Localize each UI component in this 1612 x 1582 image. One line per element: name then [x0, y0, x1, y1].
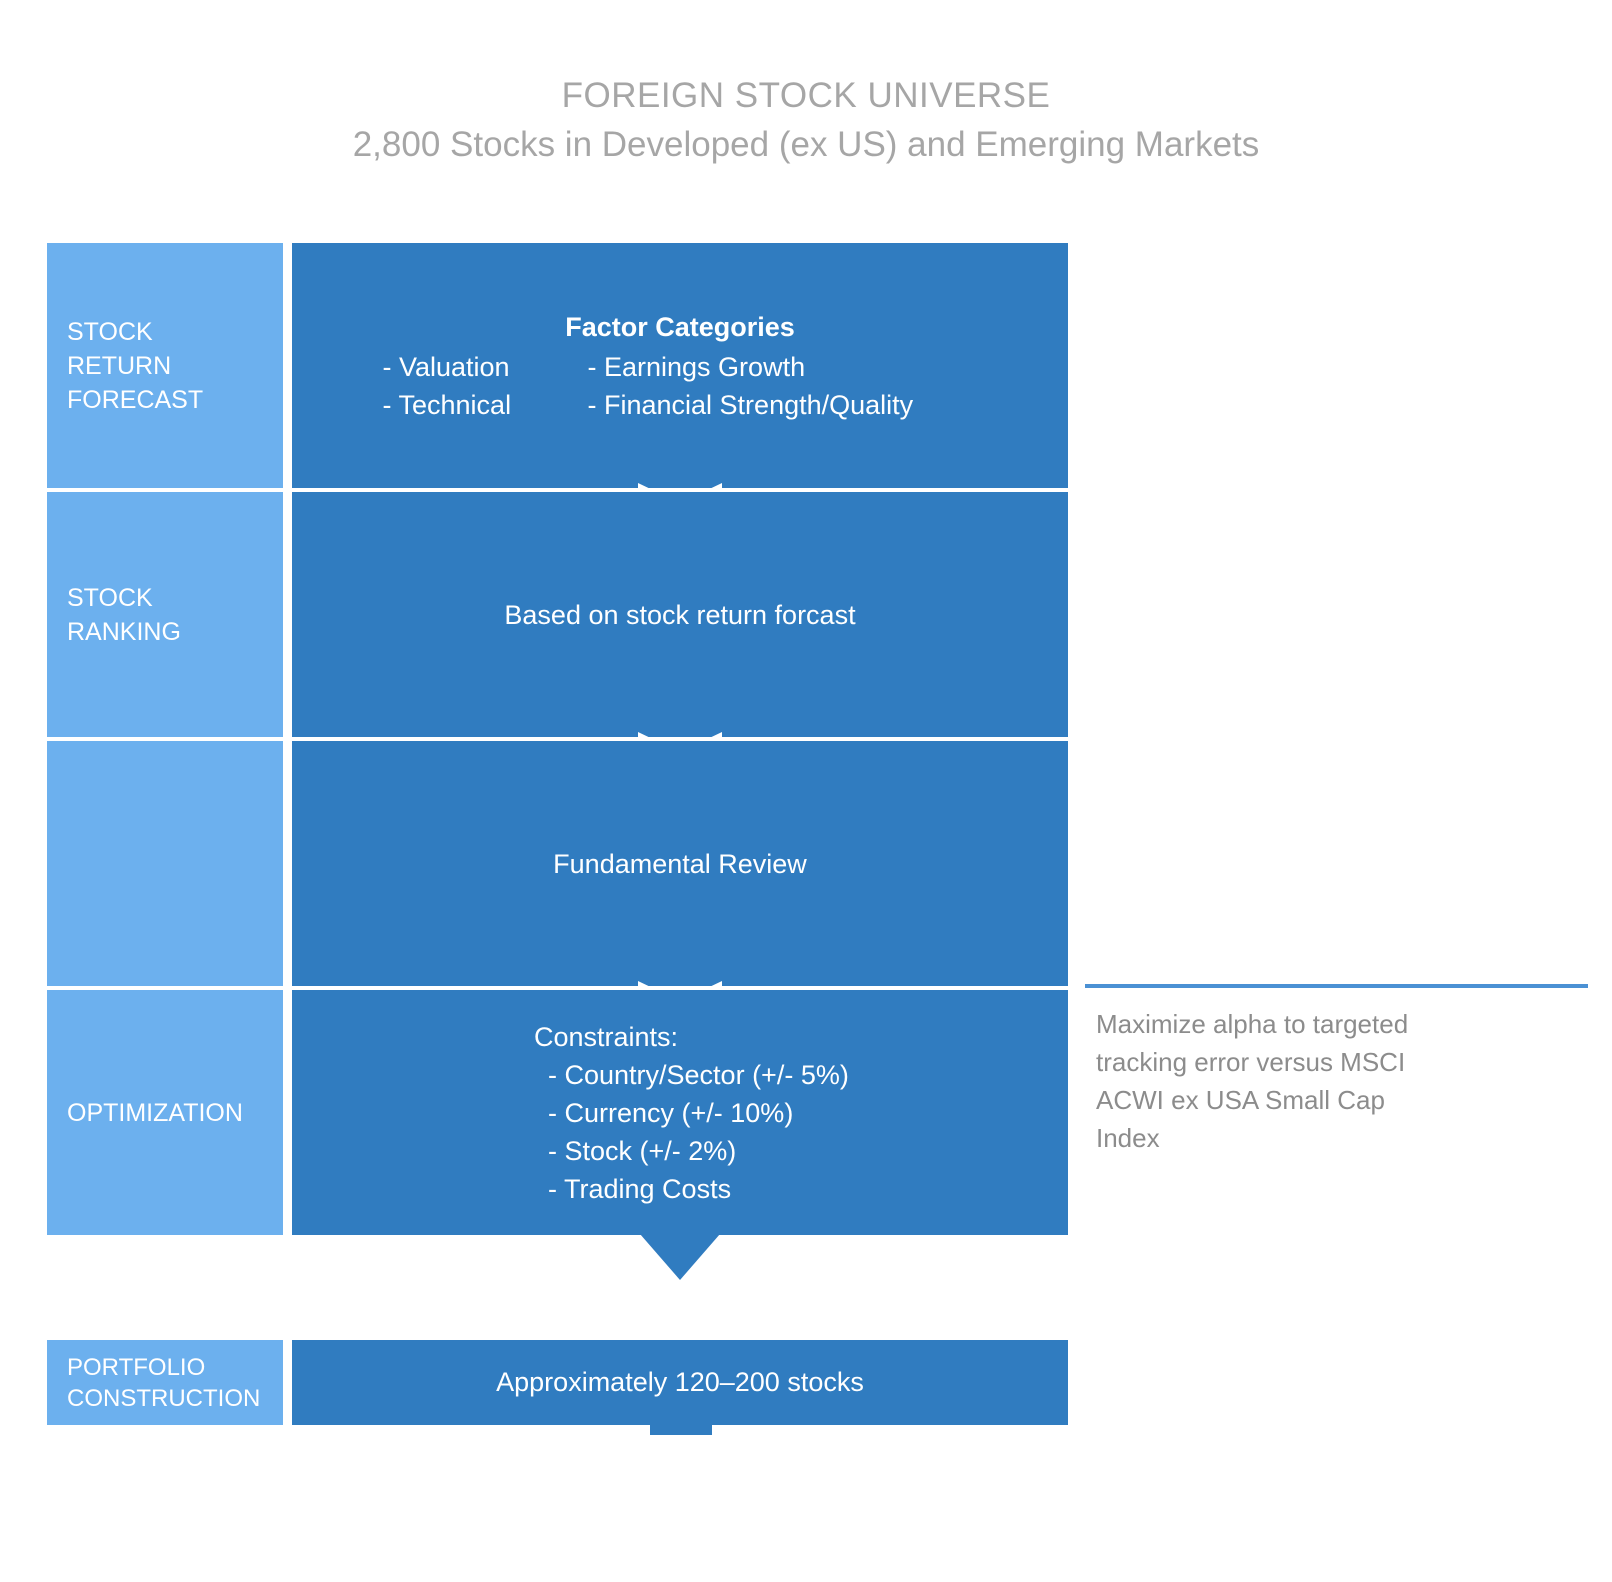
- stage-label-text: STOCK RETURN FORECAST: [67, 317, 204, 414]
- content-box-stock-ranking: Based on stock return forcast: [292, 492, 1068, 737]
- portfolio-bottom-notch: [650, 1425, 712, 1435]
- portfolio-construction-text: Approximately 120–200 stocks: [496, 1367, 864, 1397]
- factor-row: - Technical - Financial Strength/Quality: [292, 386, 1068, 424]
- constraint-stock: - Stock (+/- 2%): [548, 1135, 737, 1166]
- stage-label-text: PORTFOLIO CONSTRUCTION: [67, 1353, 261, 1412]
- constraints-group: Constraints: - Country/Sector (+/- 5%) -…: [292, 1018, 1068, 1208]
- content-box-optimization-constraints: Constraints: - Country/Sector (+/- 5%) -…: [292, 990, 1068, 1235]
- annotation-optimization-objective: Maximize alpha to targeted tracking erro…: [1096, 1009, 1409, 1153]
- arrow-down-icon: [292, 1234, 1068, 1294]
- constraint-trading-costs: - Trading Costs: [548, 1173, 732, 1204]
- content-box-portfolio-construction: Approximately 120–200 stocks: [292, 1340, 1068, 1425]
- stage-label-text: OPTIMIZATION: [67, 1098, 243, 1127]
- stage-label-blank: [47, 741, 283, 986]
- fundamental-review-text: Fundamental Review: [553, 848, 807, 879]
- factor-item-earnings-growth: - Earnings Growth: [587, 351, 806, 382]
- content-box-factor-categories: Factor Categories - Valuation - Earnings…: [292, 243, 1068, 488]
- constraint-currency: - Currency (+/- 10%): [548, 1097, 794, 1128]
- constraint-country-sector: - Country/Sector (+/- 5%): [548, 1059, 849, 1090]
- title-line-primary: FOREIGN STOCK UNIVERSE: [561, 76, 1051, 115]
- stage-label-stock-return-forecast: STOCK RETURN FORECAST: [47, 243, 283, 488]
- annotation-divider: [1085, 984, 1588, 988]
- content-box-fundamental-review: Fundamental Review: [292, 741, 1068, 986]
- constraints-heading: Constraints:: [534, 1021, 679, 1052]
- factor-item-valuation: - Valuation: [382, 351, 510, 382]
- stage-label-text: STOCK RANKING: [67, 583, 181, 646]
- stage-label-stock-ranking: STOCK RANKING: [47, 492, 283, 737]
- page-title: FOREIGN STOCK UNIVERSE 2,800 Stocks in D…: [0, 72, 1612, 170]
- factor-categories-heading: Factor Categories: [565, 311, 795, 342]
- factor-categories-group: Factor Categories - Valuation - Earnings…: [292, 308, 1068, 424]
- stock-ranking-text: Based on stock return forcast: [504, 599, 856, 630]
- factor-item-technical: - Technical: [382, 389, 512, 420]
- stage-label-optimization: OPTIMIZATION: [47, 990, 283, 1235]
- factor-item-financial-strength: - Financial Strength/Quality: [587, 389, 914, 420]
- stage-label-portfolio-construction: PORTFOLIO CONSTRUCTION: [47, 1340, 283, 1425]
- title-line-secondary: 2,800 Stocks in Developed (ex US) and Em…: [352, 125, 1260, 164]
- factor-row: - Valuation - Earnings Growth: [292, 348, 1068, 386]
